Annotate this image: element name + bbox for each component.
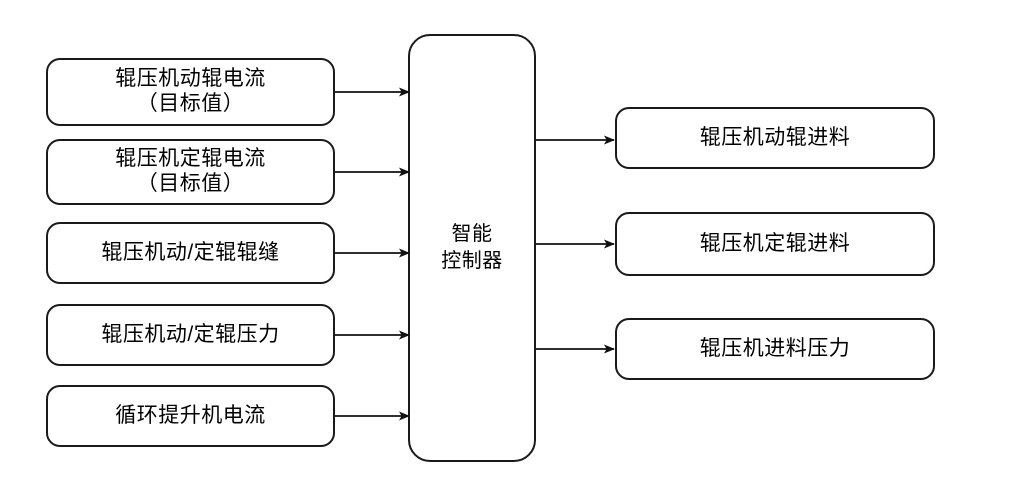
node-label-line2: （目标值） xyxy=(136,92,245,115)
node-label-line1: 辊压机定辊进料 xyxy=(699,231,851,255)
output-node-feed-pressure[interactable]: 辊压机进料压力 xyxy=(615,318,935,380)
node-label-line1: 辊压机进料压力 xyxy=(699,336,851,360)
node-label-line1: 辊压机动辊电流 xyxy=(115,67,266,91)
output-node-fixed-roll-feed[interactable]: 辊压机定辊进料 xyxy=(615,212,935,276)
controller-node-intelligent-controller[interactable]: 智能 控制器 xyxy=(408,34,536,462)
output-node-moving-roll-feed[interactable]: 辊压机动辊进料 xyxy=(615,107,935,169)
input-node-roller-gap[interactable]: 辊压机动/定辊辊缝 xyxy=(46,222,335,284)
input-node-roller-press-fixed-roll-current[interactable]: 辊压机定辊电流 （目标值） xyxy=(46,139,335,205)
input-node-circulating-elevator-current[interactable]: 循环提升机电流 xyxy=(46,385,335,447)
input-node-roller-press-moving-roll-current[interactable]: 辊压机动辊电流 （目标值） xyxy=(46,58,335,126)
node-label-line1: 辊压机动/定辊压力 xyxy=(101,322,280,346)
controller-label-line1: 智能 xyxy=(451,223,493,245)
node-label-line1: 循环提升机电流 xyxy=(115,403,266,427)
node-label-line1: 辊压机定辊电流 xyxy=(115,147,266,171)
controller-label-line2: 控制器 xyxy=(441,250,503,272)
node-label-line1: 辊压机动/定辊辊缝 xyxy=(101,240,280,264)
node-label-line1: 辊压机动辊进料 xyxy=(699,125,851,149)
input-node-roller-pressure[interactable]: 辊压机动/定辊压力 xyxy=(46,304,335,366)
node-label-line2: （目标值） xyxy=(136,172,245,195)
